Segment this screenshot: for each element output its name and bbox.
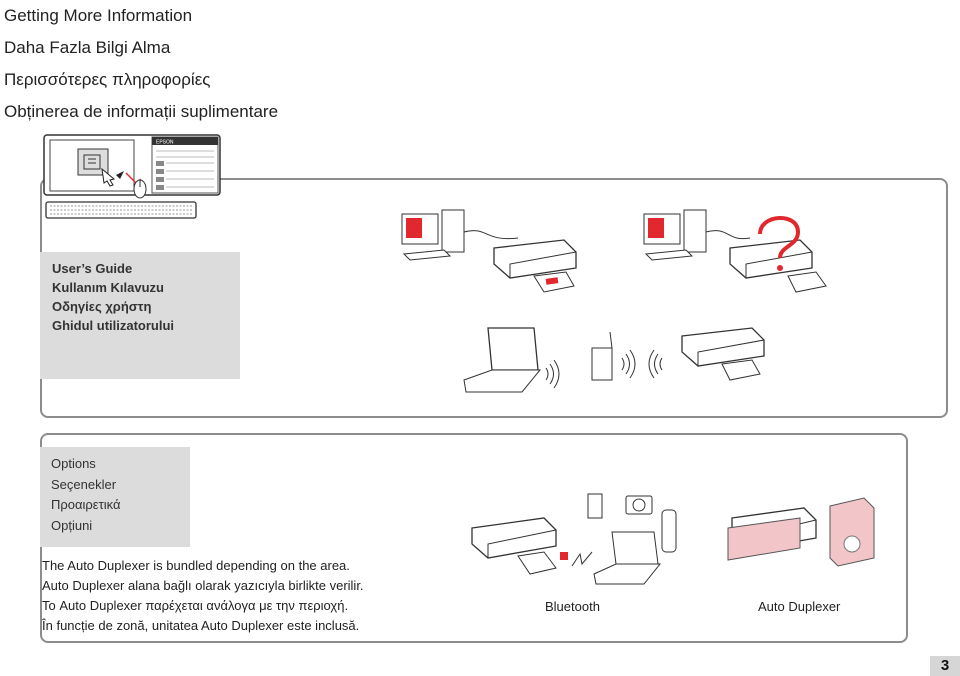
computer-monitor-illustration: EPSON [43,134,221,219]
pc-to-printer-illustration [401,209,577,293]
guide-label-ro: Ghidul utilizatorului [52,318,175,333]
description-ro: În funcție de zonă, unitatea Auto Duplex… [42,618,360,633]
bluetooth-caption: Bluetooth [545,599,600,614]
title-ro: Obținerea de informații suplimentare [4,102,279,121]
options-label-tr: Seçenekler [51,476,117,492]
users-guide-label-box: User’s Guide Kullanım Kılavuzu Οδηγίες χ… [40,252,240,379]
title-tr: Daha Fazla Bilgi Alma [4,38,171,57]
description-el: Το Auto Duplexer παρέχεται ανάλογα με τη… [42,598,349,613]
guide-label-en: User’s Guide [52,261,133,276]
options-label-el: Προαιρετικά [51,497,121,512]
guide-label-tr: Kullanım Kılavuzu [52,280,164,295]
page-number: 3 [930,656,960,676]
screen-logo-text: EPSON [156,140,174,146]
description-tr: Auto Duplexer alana bağlı olarak yazıcıy… [42,578,364,593]
title-el: Περισσότερες πληροφορίες [4,70,211,89]
title-en: Getting More Information [4,6,193,25]
description-text: The Auto Duplexer is bundled depending o… [42,556,364,636]
description-en: The Auto Duplexer is bundled depending o… [42,558,350,573]
pc-to-printer-question-illustration [643,209,827,293]
options-label-ro: Opțiuni [51,517,93,533]
auto-duplexer-illustration [727,497,875,567]
options-label-box: Options Seçenekler Προαιρετικά Opțiuni [40,447,190,547]
bluetooth-devices-illustration [471,493,677,585]
options-label-en: Options [51,456,96,471]
wireless-network-illustration [463,327,765,393]
auto-duplexer-caption: Auto Duplexer [758,599,841,614]
guide-label-el: Οδηγίες χρήστη [52,299,152,314]
page-titles: Getting More Information Daha Fazla Bilg… [4,0,278,128]
